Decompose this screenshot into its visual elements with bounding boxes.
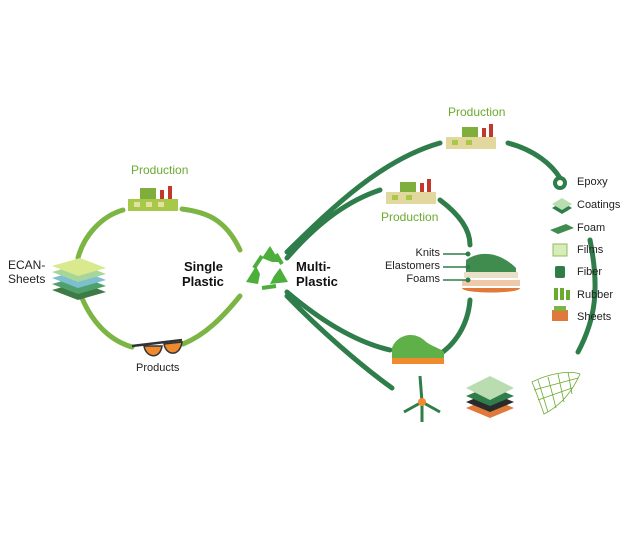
multi-plastic-line1: Multi-	[296, 259, 331, 274]
material-coatings: Coatings	[577, 199, 621, 211]
sneaker-icon	[392, 334, 444, 364]
shoe-layer-foams: Foams	[406, 273, 440, 285]
recycle-icon	[246, 246, 288, 290]
sunglasses-icon	[131, 338, 183, 357]
ecan-sheets-label-line2: Sheets	[8, 272, 46, 286]
material-fiber: Fiber	[577, 266, 603, 278]
mesh-net-icon	[531, 371, 581, 415]
right-loops	[284, 140, 598, 391]
shoe-layer-elastomers: Elastomers	[384, 260, 440, 272]
epoxy-icon	[553, 176, 567, 190]
single-plastic-line1: Single	[184, 259, 224, 274]
sheets-icon	[552, 306, 568, 321]
material-rubber: Rubber	[577, 289, 614, 301]
fiber-icon	[555, 266, 565, 278]
production-inner-label: Production	[381, 210, 439, 224]
products-label: Products	[136, 362, 180, 374]
factory-icon	[386, 179, 436, 204]
material-films: Films	[577, 244, 604, 256]
shoe-layers-icon	[443, 251, 520, 293]
factory-icon	[128, 186, 178, 211]
single-plastic-line2: Plastic	[182, 274, 224, 289]
material-sheets: Sheets	[577, 311, 612, 323]
production-top-label: Production	[448, 105, 506, 119]
material-icons	[550, 176, 574, 321]
production-label: Production	[131, 163, 189, 177]
factory-icon	[446, 124, 496, 149]
layered-panel-icon	[466, 376, 514, 418]
rubber-icon	[554, 288, 570, 300]
coatings-icon	[552, 198, 572, 214]
shoe-layer-knits: Knits	[415, 247, 440, 259]
films-icon	[552, 243, 568, 257]
multi-plastic-line2: Plastic	[296, 274, 338, 289]
material-foam: Foam	[577, 222, 606, 234]
material-epoxy: Epoxy	[577, 176, 608, 188]
wind-turbine-icon	[403, 375, 441, 422]
sheets-stack-icon	[52, 258, 106, 300]
ecan-sheets-label-line1: ECAN-	[8, 258, 46, 272]
left-loop	[75, 206, 243, 350]
foam-icon	[550, 224, 574, 234]
